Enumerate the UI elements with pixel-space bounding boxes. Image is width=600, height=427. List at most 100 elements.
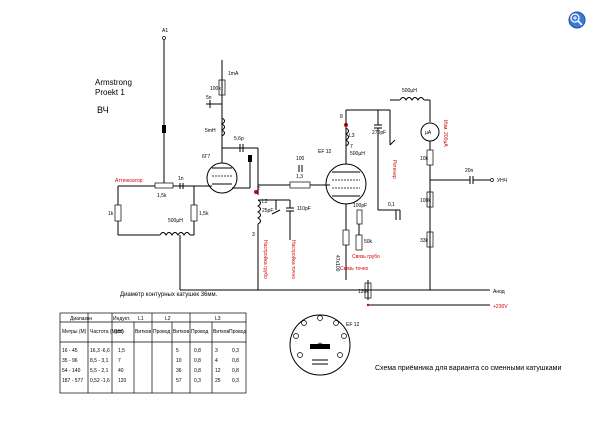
svg-text:16 - 45: 16 - 45 — [62, 348, 78, 354]
svg-text:Регенер: Регенер — [391, 160, 397, 179]
svg-text:5: 5 — [176, 348, 179, 354]
svg-text:Анод: Анод — [493, 289, 505, 295]
bottom-rails: Анод +230V — [179, 262, 508, 310]
svg-text:L1: L1 — [138, 316, 144, 322]
svg-text:EF 12: EF 12 — [318, 149, 332, 155]
svg-text:10: 10 — [176, 358, 182, 364]
svg-text:270pF: 270pF — [372, 130, 386, 136]
svg-text:Настройка точно: Настройка точно — [290, 240, 297, 279]
svg-text:Провод: Провод — [191, 329, 208, 335]
svg-text:1,5k: 1,5k — [157, 193, 167, 199]
svg-text:16,3 -6,6: 16,3 -6,6 — [90, 348, 110, 354]
coupling: 100 1,3 — [258, 156, 330, 189]
svg-text:1,5: 1,5 — [118, 348, 125, 354]
svg-text:120: 120 — [118, 378, 127, 384]
tank-marker — [254, 190, 258, 194]
svg-text:0,8: 0,8 — [194, 368, 201, 374]
svg-text:Индукт.: Индукт. — [113, 316, 130, 322]
svg-text:0,52 -1,6: 0,52 -1,6 — [90, 378, 110, 384]
svg-text:0,1: 0,1 — [388, 202, 395, 208]
svg-text:500µH: 500µH — [402, 88, 417, 94]
svg-text:Метры (M): Метры (M) — [62, 329, 87, 335]
svg-text:Провод: Провод — [229, 329, 246, 335]
svg-text:Диапазон: Диапазон — [70, 316, 92, 322]
svg-text:0,8: 0,8 — [194, 348, 201, 354]
tube-2: EF 12 8 — [318, 114, 367, 205]
svg-text:A1: A1 — [162, 28, 168, 34]
svg-text:5,6p: 5,6p — [234, 136, 244, 142]
svg-text:5,5 - 2,1: 5,5 - 2,1 — [90, 368, 109, 374]
svg-text:110pF: 110pF — [297, 206, 311, 212]
attenuator: Аттенюатор 1,5k 1n — [115, 176, 210, 199]
svg-text:57: 57 — [176, 378, 182, 384]
svg-text:Витков: Витков — [173, 329, 189, 335]
svg-text:0,3: 0,3 — [232, 348, 239, 354]
schematic-caption: Схема приёмника для варианта со сменными… — [375, 365, 561, 372]
plate-circuit-2: L3 7 500µH 270pF Регенер — [345, 109, 397, 180]
svg-text:+230V: +230V — [493, 304, 508, 310]
zoom-in-icon[interactable] — [568, 11, 586, 29]
svg-text:EF 12: EF 12 — [346, 322, 360, 328]
svg-text:50k: 50k — [364, 239, 373, 245]
svg-text:36: 36 — [176, 368, 182, 374]
svg-text:7: 7 — [118, 358, 121, 364]
input-network: 1k 1,5k 500µH — [108, 186, 209, 262]
coil-table: Диапазон Индукт. L1 L2 L3 Метры (M) Част… — [59, 312, 246, 394]
svg-text:1k: 1k — [108, 211, 114, 217]
svg-text:Витков: Витков — [213, 329, 229, 335]
tube-socket: EF 12 — [289, 314, 360, 376]
antenna: A1 — [162, 28, 168, 182]
svg-text:L2: L2 — [165, 316, 171, 322]
svg-text:5n: 5n — [206, 95, 212, 101]
supply-branch: 500µH µA Изм. 200µA 10k 100k 33k 20n УНЧ — [390, 88, 507, 290]
svg-text:L3: L3 — [349, 133, 355, 139]
svg-text:Частота (MHz): Частота (MHz) — [90, 329, 124, 335]
svg-text:12: 12 — [215, 368, 221, 374]
svg-text:187 - 577: 187 - 577 — [62, 378, 83, 384]
svg-text:1n: 1n — [178, 176, 184, 182]
svg-text:7: 7 — [350, 144, 353, 150]
svg-text:0,8: 0,8 — [194, 358, 201, 364]
svg-text:µA: µA — [425, 130, 432, 136]
svg-text:35 - 96: 35 - 96 — [62, 358, 78, 364]
svg-text:1,3: 1,3 — [296, 174, 303, 180]
svg-text:3: 3 — [215, 348, 218, 354]
tank-circuit: 2 L2 25pF 3 Настройка грубо 110pF Настро… — [252, 148, 311, 291]
svg-text:5mH: 5mH — [205, 128, 216, 134]
svg-text:47x100: 47x100 — [334, 255, 340, 272]
svg-text:100: 100 — [296, 156, 305, 162]
svg-text:Связь грубо: Связь грубо — [352, 254, 380, 260]
svg-text:L2: L2 — [262, 199, 268, 205]
svg-text:0,3: 0,3 — [232, 378, 239, 384]
svg-text:40: 40 — [118, 368, 124, 374]
svg-text:100pF: 100pF — [353, 203, 367, 209]
svg-text:500µH: 500µH — [168, 218, 183, 224]
svg-text:УНЧ: УНЧ — [497, 178, 507, 184]
svg-text:33k: 33k — [420, 238, 429, 244]
svg-text:500µH: 500µH — [350, 151, 365, 157]
tube-1: 6Г7 — [202, 60, 252, 194]
title-line2: Proekt 1 — [95, 88, 125, 97]
svg-text:Провод: Провод — [153, 329, 170, 335]
svg-text:100k: 100k — [420, 198, 431, 204]
svg-text:0,8: 0,8 — [232, 358, 239, 364]
title-line3: ВЧ — [97, 105, 109, 115]
svg-text:Изм. 200µA: Изм. 200µA — [442, 120, 448, 147]
svg-text:1,5k: 1,5k — [199, 211, 209, 217]
feedback-controls: 47x100 100pF 50k Связь грубо Связь точно… — [334, 180, 401, 300]
svg-text:6Г7: 6Г7 — [202, 154, 210, 160]
svg-text:0,3: 0,3 — [194, 378, 201, 384]
svg-text:4: 4 — [215, 358, 218, 364]
title-line1: Armstrong — [95, 78, 132, 87]
svg-text:20n: 20n — [465, 168, 474, 174]
svg-text:25pF: 25pF — [262, 208, 273, 214]
svg-text:(µH): (µH) — [114, 329, 124, 335]
svg-text:100k: 100k — [210, 86, 221, 92]
svg-text:10k: 10k — [420, 156, 429, 162]
svg-text:1mA: 1mA — [228, 71, 239, 77]
svg-text:8,5 - 3,1: 8,5 - 3,1 — [90, 358, 109, 364]
svg-text:L3: L3 — [215, 316, 221, 322]
svg-text:Витков: Витков — [135, 329, 151, 335]
svg-text:120k: 120k — [358, 289, 369, 295]
